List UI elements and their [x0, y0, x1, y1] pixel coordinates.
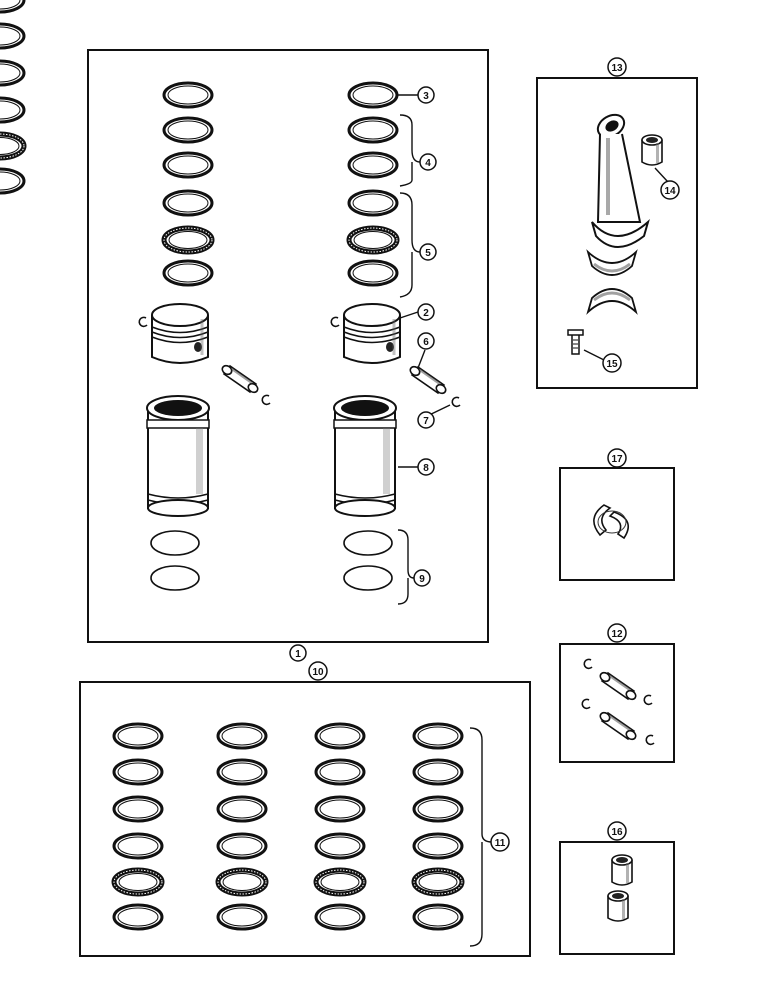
callout-16: 16 — [607, 821, 627, 841]
callout-5-label: 5 — [425, 248, 431, 259]
callout-2-label: 2 — [423, 308, 429, 319]
callout-1-label: 1 — [295, 649, 301, 660]
callout-4: 4 — [419, 153, 437, 171]
callout-5: 5 — [419, 243, 437, 261]
rod-bolt-icon — [567, 329, 584, 355]
callout-14: 14 — [660, 180, 680, 200]
bushing-icon — [641, 134, 663, 166]
callout-7-label: 7 — [423, 416, 429, 427]
callout-3-label: 3 — [423, 91, 429, 102]
kit-12-frame — [559, 643, 675, 763]
piston-ring-icon — [0, 167, 26, 195]
bearing-shell-icon — [593, 504, 630, 540]
callout-15: 15 — [602, 353, 622, 373]
callout-6-label: 6 — [423, 337, 429, 348]
callout-9-label: 9 — [419, 574, 425, 585]
callout-2: 2 — [417, 303, 435, 321]
bushing-icon — [611, 854, 633, 886]
connecting-rod-icon — [591, 113, 650, 248]
callout-12-label: 12 — [611, 629, 623, 640]
oil-ring-icon — [0, 134, 24, 158]
piston-ring-icon — [0, 96, 26, 124]
callout-17: 17 — [607, 448, 627, 468]
piston-icon — [150, 302, 210, 365]
callout-12: 12 — [607, 623, 627, 643]
kit-17-frame — [559, 467, 675, 581]
callout-1: 1 — [289, 644, 307, 662]
ring-set-columns — [0, 0, 26, 195]
bearing-cap-icon — [586, 288, 638, 315]
callout-8: 8 — [417, 458, 435, 476]
callout-15-label: 15 — [606, 359, 618, 370]
bushing-icon — [607, 890, 629, 922]
callout-7: 7 — [417, 411, 435, 429]
callout-10: 10 — [308, 661, 328, 681]
piston-icon — [342, 302, 402, 365]
callout-16-label: 16 — [611, 827, 623, 838]
callout-11: 11 — [490, 832, 510, 852]
cylinder-sleeve-icon — [146, 395, 210, 517]
callout-6: 6 — [417, 332, 435, 350]
callout-8-label: 8 — [423, 463, 429, 474]
piston-ring-icon — [0, 22, 26, 50]
callout-9: 9 — [413, 569, 431, 587]
callout-4-label: 4 — [425, 158, 431, 169]
cylinder-sleeve-icon — [333, 395, 397, 517]
piston-ring-icon — [0, 0, 26, 14]
callout-13: 13 — [607, 57, 627, 77]
callout-11-label: 11 — [495, 838, 506, 849]
callout-14-label: 14 — [664, 186, 676, 197]
callout-17-label: 17 — [611, 454, 623, 465]
piston-ring-icon — [0, 59, 26, 87]
callout-3: 3 — [417, 86, 435, 104]
callout-13-label: 13 — [611, 63, 623, 74]
callout-10-label: 10 — [312, 667, 324, 678]
